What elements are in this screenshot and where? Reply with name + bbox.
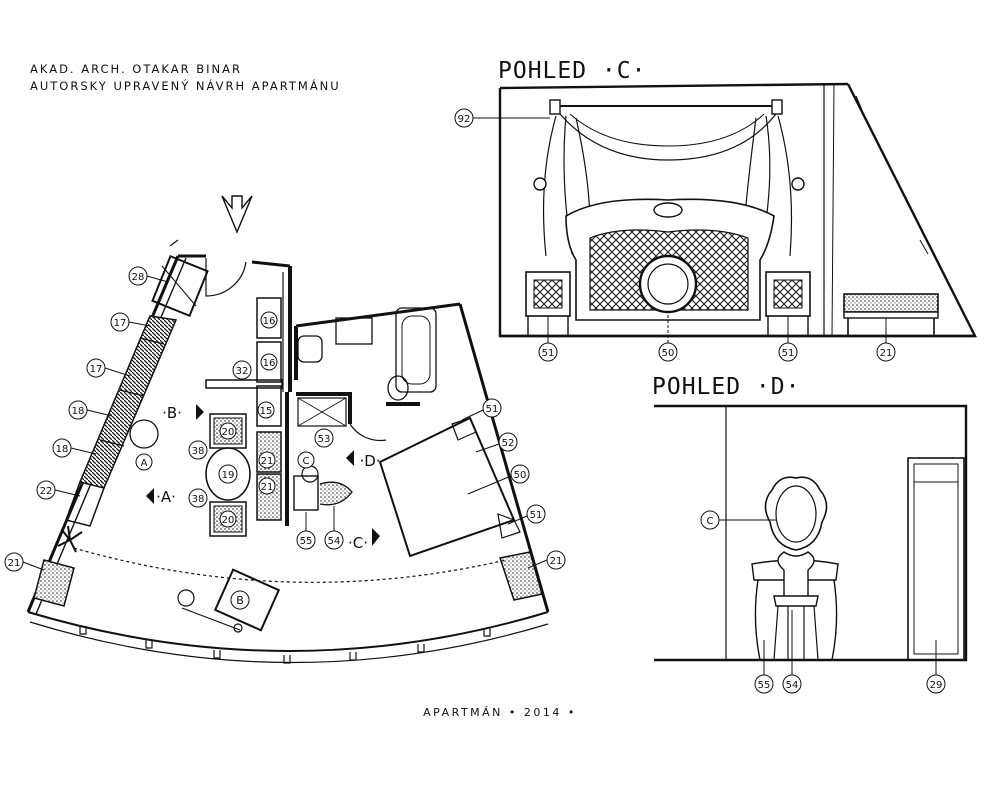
marker-c: C: [303, 456, 310, 467]
svg-text:29: 29: [930, 680, 943, 691]
view-arrow-c: ·C·: [348, 534, 368, 552]
svg-text:19: 19: [222, 470, 235, 481]
tag-32: 32: [232, 360, 252, 380]
tag-c50: 50: [658, 312, 678, 362]
tag-28: 28: [128, 266, 169, 286]
elev-d-tags: C 55 54 29: [700, 510, 946, 694]
svg-text:22: 22: [40, 486, 53, 497]
tag-22: 22: [36, 480, 81, 500]
tag-53: 53: [314, 428, 334, 448]
elev-c-tags: 92 51 50 51 21: [454, 108, 896, 362]
svg-text:51: 51: [530, 510, 543, 521]
svg-text:18: 18: [56, 444, 69, 455]
tag-20b: 20: [219, 510, 237, 528]
marker-b: B: [236, 594, 244, 607]
svg-text:51: 51: [486, 404, 499, 415]
tag-21d: 21: [258, 477, 276, 495]
svg-text:51: 51: [782, 348, 795, 359]
svg-text:50: 50: [662, 348, 675, 359]
tag-92: 92: [454, 108, 550, 128]
svg-text:20: 20: [222, 515, 235, 526]
tag-50: 50: [467, 464, 530, 495]
svg-text:28: 28: [132, 272, 145, 283]
view-d-title: POHLED ·D·: [652, 374, 801, 400]
plan-tags: 28 17 17 18 18 22 21 21 16 16 32 15 38 3…: [4, 266, 566, 572]
view-arrow-b: ·B·: [162, 404, 182, 422]
svg-text:15: 15: [260, 406, 273, 417]
floor-plan: [26, 195, 550, 664]
tag-c51b: 51: [778, 316, 798, 362]
tag-20a: 20: [219, 422, 237, 440]
svg-text:55: 55: [300, 536, 313, 547]
svg-text:17: 17: [90, 364, 103, 375]
svg-text:52: 52: [502, 438, 515, 449]
svg-text:54: 54: [786, 680, 799, 691]
svg-text:21: 21: [261, 482, 274, 493]
tag-c51a: 51: [538, 316, 558, 362]
tag-d-c: C: [700, 510, 776, 530]
tag-55: 55: [296, 512, 316, 550]
entrance-arrow-icon: [221, 195, 253, 234]
tag-c21: 21: [876, 318, 896, 362]
tag-d55: 55: [754, 640, 774, 694]
tag-d54: 54: [782, 610, 802, 694]
svg-text:20: 20: [222, 427, 235, 438]
tag-51a: 51: [461, 398, 502, 421]
tag-21c: 21: [258, 451, 276, 469]
view-c-title: POHLED ·C·: [498, 58, 647, 84]
tag-d29: 29: [926, 640, 946, 694]
tag-17b: 17: [86, 358, 131, 378]
footer-caption: APARTMÁN • 2014 •: [423, 706, 577, 719]
svg-text:17: 17: [114, 318, 127, 329]
tag-19: 19: [218, 464, 238, 484]
marker-a: A: [141, 458, 148, 469]
svg-text:55: 55: [758, 680, 771, 691]
svg-text:38: 38: [192, 446, 205, 457]
elevation-c: [498, 82, 977, 338]
tag-16a: 16: [260, 311, 278, 329]
project-subtitle: AUTORSKY UPRAVENÝ NÁVRH APARTMÁNU: [30, 79, 341, 93]
svg-text:18: 18: [72, 406, 85, 417]
tag-51b: 51: [507, 504, 546, 525]
svg-text:21: 21: [8, 558, 21, 569]
tag-54: 54: [324, 506, 344, 550]
svg-text:32: 32: [236, 366, 249, 377]
svg-text:38: 38: [192, 494, 205, 505]
tag-18a: 18: [68, 400, 113, 420]
svg-text:51: 51: [542, 348, 555, 359]
svg-text:21: 21: [261, 456, 274, 467]
tag-15: 15: [257, 401, 275, 419]
svg-text:92: 92: [458, 114, 471, 125]
author-line: AKAD. ARCH. OTAKAR BINAR: [30, 62, 242, 76]
svg-text:21: 21: [880, 348, 893, 359]
tag-18b: 18: [52, 438, 97, 458]
view-arrow-a: ·A·: [156, 488, 176, 506]
tag-38a: 38: [188, 440, 208, 460]
view-arrow-d: ·D·: [359, 452, 380, 470]
plan-letters: A B C ·B· ·A· ·D· ·C·: [135, 404, 381, 610]
elevation-d: [654, 404, 968, 662]
svg-text:21: 21: [550, 556, 563, 567]
svg-text:16: 16: [263, 316, 276, 327]
tag-17a: 17: [110, 312, 151, 332]
tag-21b: 21: [527, 550, 566, 570]
tag-52: 52: [475, 432, 518, 453]
tag-16b: 16: [260, 353, 278, 371]
svg-text:53: 53: [318, 434, 331, 445]
tag-21a: 21: [4, 552, 45, 572]
svg-text:C: C: [707, 516, 714, 527]
svg-text:54: 54: [328, 536, 341, 547]
svg-text:50: 50: [514, 470, 527, 481]
tag-38b: 38: [188, 488, 208, 508]
svg-text:16: 16: [263, 358, 276, 369]
